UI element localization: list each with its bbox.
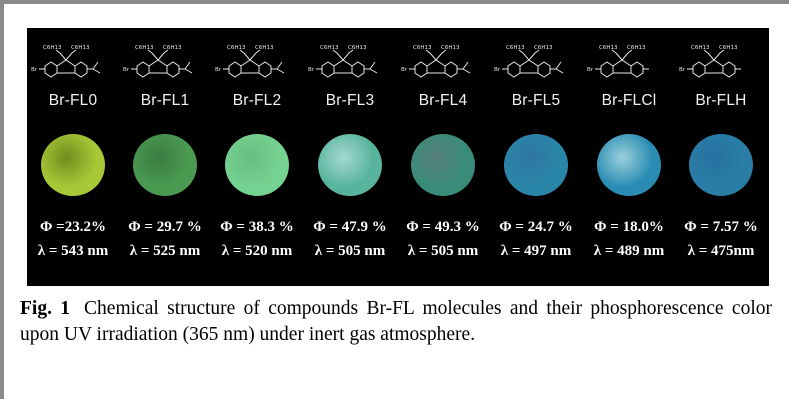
emission-wavelength: λ = 520 nm — [221, 243, 293, 259]
quantum-yield: Φ = 29.7 % — [128, 219, 202, 235]
svg-text:Br: Br — [308, 67, 315, 73]
compound-name: Br-FL0 — [48, 92, 98, 109]
compound-name: Br-FL2 — [232, 92, 282, 109]
svg-text:C6H13: C6H13 — [320, 45, 339, 51]
compound-name: Br-FL4 — [418, 92, 468, 109]
compound-name: Br-FLH — [695, 92, 747, 109]
frame-left-border — [0, 0, 4, 399]
compound-name: Br-FL1 — [140, 92, 190, 109]
compound-name: Br-FL3 — [325, 92, 375, 109]
molecule-structure-icon: Br C6H13 C6H13 — [123, 45, 193, 78]
svg-text:C6H13: C6H13 — [534, 45, 553, 51]
molecule-structure-icon: Br C6H13 C6H13 — [215, 45, 285, 78]
svg-text:C6H13: C6H13 — [506, 45, 525, 51]
molecule-structure-icon: Br C6H13 C6H13 — [494, 45, 564, 78]
quantum-yield: Φ =23.2% — [40, 219, 106, 235]
emission-wavelength: λ = 525 nm — [129, 243, 201, 259]
svg-text:Br: Br — [215, 67, 222, 73]
svg-text:C6H13: C6H13 — [599, 45, 618, 51]
svg-text:C6H13: C6H13 — [691, 45, 710, 51]
svg-text:Br: Br — [401, 67, 408, 73]
svg-text:Br: Br — [123, 67, 130, 73]
quantum-yield: Φ = 24.7 % — [499, 219, 573, 235]
phosphorescence-sample — [689, 134, 753, 196]
molecule-structure-icon: Br C6H13 C6H13 — [401, 45, 471, 78]
svg-text:C6H13: C6H13 — [348, 45, 367, 51]
quantum-yield: Φ = 7.57 % — [684, 219, 758, 235]
frame-top-border — [0, 0, 789, 4]
emission-wavelength: λ = 543 nm — [37, 243, 109, 259]
compound-name: Br-FL5 — [511, 92, 561, 109]
quantum-yield: Φ = 18.0% — [594, 219, 664, 235]
molecule-structure-icon: Br C6H13 C6H13 — [31, 45, 101, 78]
svg-text:C6H13: C6H13 — [719, 45, 738, 51]
emission-wavelength: λ = 489 nm — [593, 243, 665, 259]
phosphorescence-sample — [504, 134, 568, 196]
quantum-yield: Φ = 47.9 % — [313, 219, 387, 235]
phosphorescence-sample — [318, 134, 382, 196]
svg-text:Br: Br — [31, 67, 38, 73]
molecule-structure-icon: Br C6H13 C6H13 — [308, 45, 378, 78]
svg-text:C6H13: C6H13 — [135, 45, 154, 51]
svg-text:C6H13: C6H13 — [71, 45, 90, 51]
svg-text:C6H13: C6H13 — [627, 45, 646, 51]
compound-name: Br-FLCl — [601, 92, 657, 109]
caption-text: Chemical structure of compounds Br-FL mo… — [20, 298, 772, 345]
svg-text:C6H13: C6H13 — [163, 45, 182, 51]
quantum-yield: Φ = 38.3 % — [220, 219, 294, 235]
svg-text:C6H13: C6H13 — [43, 45, 62, 51]
phosphorescence-sample — [411, 134, 475, 196]
emission-wavelength: λ = 505 nm — [407, 243, 479, 259]
caption-label: Fig. 1 — [20, 298, 71, 319]
svg-text:C6H13: C6H13 — [441, 45, 460, 51]
phosphorescence-sample — [133, 134, 197, 196]
quantum-yield: Φ = 49.3 % — [406, 219, 480, 235]
molecule-structure-icon: Br C6H13 C6H13 — [587, 45, 649, 78]
phosphorescence-sample — [597, 134, 661, 196]
emission-wavelength: λ = 505 nm — [314, 243, 386, 259]
svg-text:C6H13: C6H13 — [255, 45, 274, 51]
emission-wavelength: λ = 497 nm — [500, 243, 572, 259]
emission-wavelength: λ = 475nm — [687, 243, 755, 259]
molecule-structure-icon: Br C6H13 C6H13 — [679, 45, 741, 78]
svg-text:Br: Br — [587, 67, 594, 73]
svg-text:C6H13: C6H13 — [413, 45, 432, 51]
phosphorescence-sample — [41, 134, 105, 196]
svg-text:Br: Br — [679, 67, 686, 73]
svg-text:C6H13: C6H13 — [227, 45, 246, 51]
svg-text:Br: Br — [494, 67, 501, 73]
phosphorescence-sample — [225, 134, 289, 196]
